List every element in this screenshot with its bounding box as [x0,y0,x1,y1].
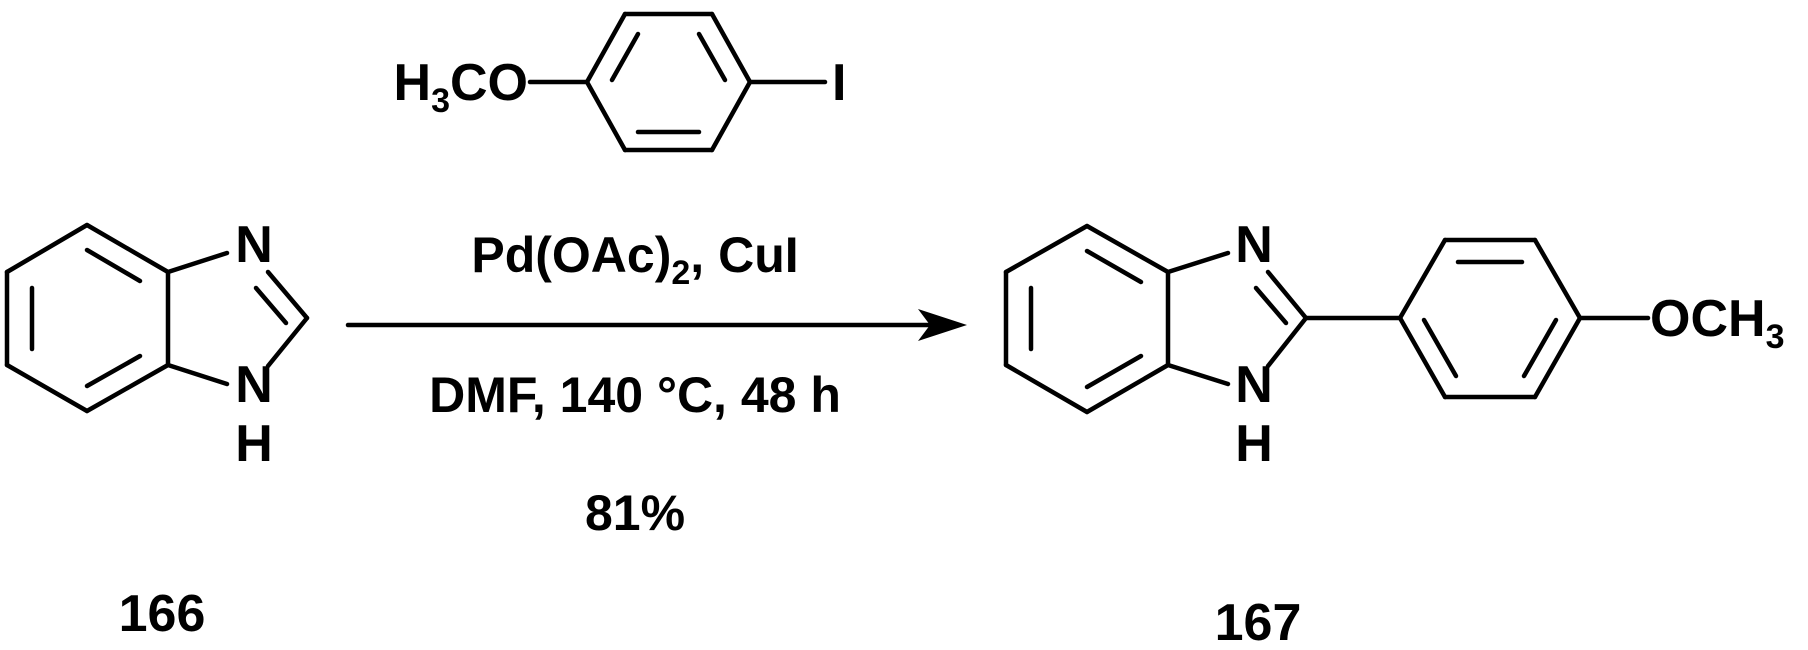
condition-catalyst: Pd(OAc)2, CuI [471,227,798,292]
product-nh-hydrogen: H [1235,415,1273,473]
starting-material-benzimidazole: N N H 166 [4,216,310,643]
reaction-arrow [345,309,967,341]
reagent-4-iodoanisole: H3CO I [394,11,846,153]
sm-benzene-ring [4,222,171,414]
condition-solvent-temp-time: DMF, 140 °C, 48 h [429,367,841,423]
methoxy-group-label: H3CO [394,54,528,120]
reagent-benzene-ring [584,11,753,153]
sm-nh-hydrogen: H [235,415,273,473]
compound-label-167: 167 [1215,594,1302,650]
sm-n1-atom: N [235,356,273,414]
sm-imidazole-ring [165,250,310,387]
reaction-yield: 81% [585,485,685,541]
product-2-aryl-benzimidazole: N N H OCH3 167 [1003,216,1784,650]
product-imidazole-ring [1165,250,1309,387]
compound-label-166: 166 [119,585,206,643]
iodine-atom-label: I [832,54,846,112]
arrow-head [918,309,967,341]
product-n3-atom: N [1235,216,1273,274]
product-n1-atom: N [1235,356,1273,414]
product-methoxy-label: OCH3 [1650,290,1784,356]
product-benzene-ring [1003,223,1171,415]
sm-n3-atom: N [235,216,273,274]
product-anisyl-ring [1397,237,1583,400]
